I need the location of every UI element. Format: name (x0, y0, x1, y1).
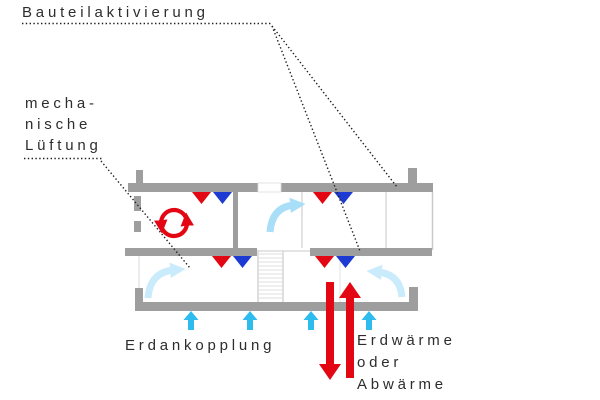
roof-parapet-left (136, 170, 143, 184)
airflow-arrow-icon (266, 197, 306, 233)
label-erdwaerme-oder-abwaerme: Erdwärme oder Abwärme (357, 330, 456, 396)
cooling-vent-triangle-icon (233, 256, 252, 268)
label-line: mecha- (25, 95, 98, 112)
ground-coupling-arrow-icon (361, 311, 377, 330)
heating-vent-triangle-icon (212, 256, 231, 268)
airflow-arrow-icon (366, 264, 406, 298)
leader-to-roof-slab (271, 25, 398, 188)
heating-vent-triangle-icon (315, 256, 334, 268)
label-line: Erdwärme (357, 332, 456, 349)
heat-exchange-arrows (319, 282, 361, 380)
ground-coupling-arrow-icon (303, 311, 319, 330)
partition-wall (233, 192, 238, 248)
cooling-vent-triangle-icon (213, 192, 232, 204)
label-line: nische (25, 116, 92, 133)
slab-activation-vents (192, 192, 355, 268)
label-erdankopplung: Erdankopplung (125, 337, 276, 354)
label-mechanische-lueftung: mecha- nische Lüftung (25, 93, 102, 156)
ground-coupling-arrow-icon (183, 311, 199, 330)
label-line: oder (357, 354, 403, 371)
label-line: Abwärme (357, 376, 447, 393)
roof-parapet-right (408, 168, 417, 184)
airflow-arrows (144, 197, 406, 299)
ground-slab (135, 302, 418, 311)
cooling-vent-triangle-icon (334, 192, 353, 204)
leader-to-floor-slab (271, 25, 361, 252)
left-wall-segment (134, 196, 141, 211)
floor-slab-left (125, 248, 257, 256)
heating-vent-triangle-icon (192, 192, 211, 204)
airflow-arrow-icon (144, 262, 186, 299)
cooling-vent-triangle-icon (336, 256, 355, 268)
staircase (257, 250, 310, 302)
left-wall-segment (134, 221, 141, 232)
leader-to-ventilation (100, 160, 191, 269)
ground-wall-left (135, 288, 143, 302)
heating-vent-triangle-icon (313, 192, 332, 204)
label-bauteilaktivierung: Bauteilaktivierung (22, 4, 209, 21)
floor-slab-right (310, 248, 432, 256)
leader-lines (22, 22, 398, 269)
ground-coupling-arrow-icon (242, 311, 258, 330)
interior-partition-lines (138, 192, 434, 302)
ground-wall-right (409, 287, 418, 302)
roof-opening (257, 182, 282, 193)
label-line: Lüftung (25, 137, 102, 154)
air-circulation-icon (154, 207, 194, 239)
heat-down-arrow-icon (319, 282, 341, 380)
ground-coupling-arrows (183, 311, 377, 330)
heat-up-arrow-icon (339, 282, 361, 378)
